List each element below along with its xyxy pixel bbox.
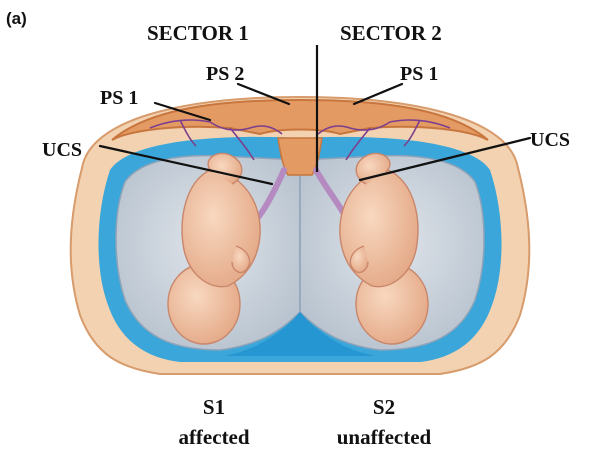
label-s2: S2 — [373, 395, 395, 419]
label-ps1-right: PS 1 — [400, 63, 438, 85]
label-s1-status: affected — [178, 425, 249, 449]
label-ps1-left: PS 1 — [100, 87, 138, 109]
label-ucs-left: UCS — [42, 139, 82, 161]
label-s2-status: unaffected — [337, 425, 432, 449]
label-ucs-right: UCS — [530, 129, 570, 151]
label-ps2-left: PS 2 — [206, 63, 244, 85]
panel-label: (a) — [6, 9, 27, 28]
label-sector-1: SECTOR 1 — [147, 21, 249, 45]
uterus — [71, 97, 530, 374]
label-sector-2: SECTOR 2 — [340, 21, 442, 45]
label-s1: S1 — [203, 395, 225, 419]
